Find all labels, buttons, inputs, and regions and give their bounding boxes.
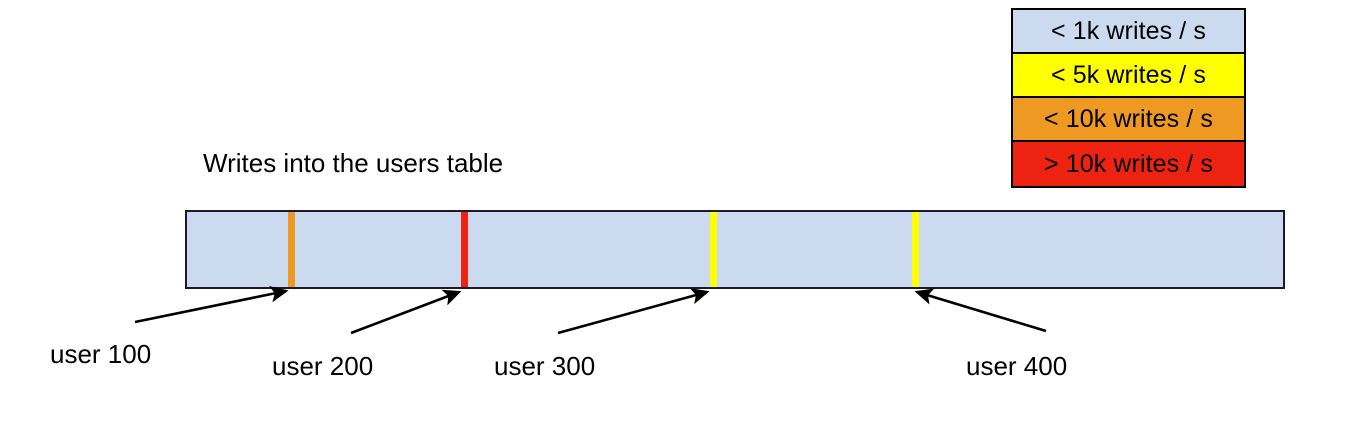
legend-row-under-5k: < 5k writes / s (1013, 54, 1244, 98)
annotation-label-user-100: user 100 (50, 339, 152, 369)
annotation-label-user-200: user 200 (272, 351, 374, 381)
hotspot-stripe-user-300 (710, 212, 717, 287)
users-table-bar (185, 210, 1285, 289)
legend-row-over-10k: > 10k writes / s (1013, 142, 1244, 186)
write-throughput-legend: < 1k writes / s < 5k writes / s < 10k wr… (1011, 8, 1246, 188)
hotspot-stripe-user-400 (912, 212, 919, 287)
hotspot-stripe-user-200 (461, 212, 468, 287)
hotspot-stripe-user-100 (288, 212, 295, 287)
chart-title: Writes into the users table (203, 148, 504, 178)
annotation-label-user-400: user 400 (966, 351, 1068, 381)
arrow-user-100 (134, 285, 289, 324)
legend-row-under-1k: < 1k writes / s (1013, 10, 1244, 54)
legend-label-under-5k: < 5k writes / s (1050, 60, 1206, 89)
arrow-user-200 (350, 289, 462, 335)
legend-row-under-10k: < 10k writes / s (1013, 98, 1244, 142)
arrow-user-400 (914, 288, 1047, 333)
legend-label-under-1k: < 1k writes / s (1050, 16, 1206, 45)
annotation-label-user-300: user 300 (494, 351, 596, 381)
legend-label-under-10k: < 10k writes / s (1043, 104, 1214, 133)
arrow-user-300 (557, 288, 710, 335)
legend-label-over-10k: > 10k writes / s (1043, 149, 1214, 178)
